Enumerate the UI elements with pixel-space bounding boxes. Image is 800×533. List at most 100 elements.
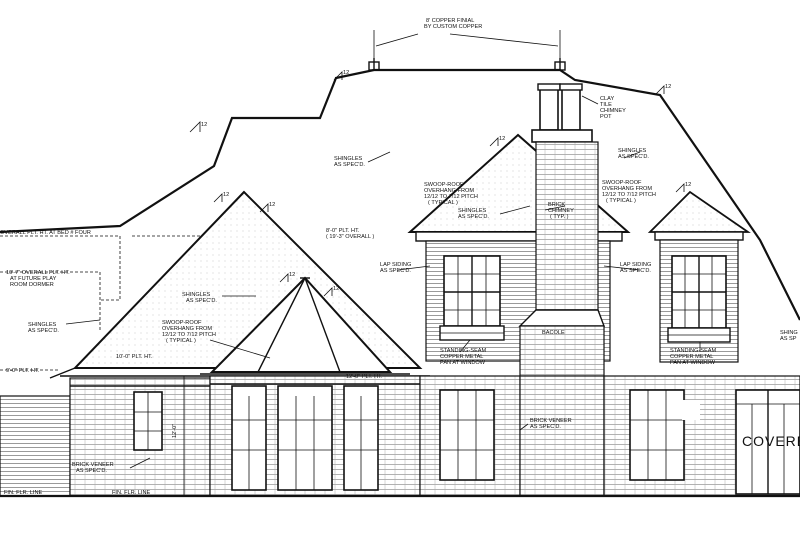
brick-chimney-l3: ( TYP. ): [550, 214, 569, 220]
copper-final-note-line1: 8' COPPER FINIAL: [426, 18, 474, 24]
swoop-3-l2: OVERHANG FROM: [162, 326, 212, 332]
pitch-label: 12: [289, 272, 295, 278]
shingles-5-l2: AS SPEC'D.: [28, 328, 59, 334]
lap-siding-2-l2: AS SPEC'D.: [620, 268, 651, 274]
swoop-2-l2: OVERHANG FROM: [602, 186, 652, 192]
svg-text:10'-7" OVERALL PLT. HT.AT FUTU: 10'-7" OVERALL PLT. HT.AT FUTURE PLAYROO…: [6, 270, 70, 288]
swoop-1-l1: SWOOP-ROOF: [424, 182, 464, 188]
pan-1-l3: PAN AT WINDOW: [440, 360, 486, 366]
dimension-12ft: [179, 375, 189, 497]
plt-ht-1-l2: ( 19'-3" OVERALL ): [326, 234, 374, 240]
shingles-2-l2: AS SPEC'D.: [618, 154, 649, 160]
leader-lines: [65, 33, 701, 469]
swoop-2-l1: SWOOP-ROOF: [602, 180, 642, 186]
shingles-1-l2: AS SPEC'D.: [334, 162, 365, 168]
overall-play-l2: AT FUTURE PLAY: [10, 276, 57, 282]
pitch-label: 12: [685, 182, 691, 188]
dim-12-label: 12'-0": [172, 424, 178, 438]
fin-flr-1-label: FIN. FLR. LINE: [4, 490, 42, 496]
overall-play-l3: ROOM DORMER: [10, 282, 54, 288]
overall-bed4-label: OVERALL PLT. HT. AT BED # FOUR: [0, 230, 91, 236]
swoop-3-l1: SWOOP-ROOF: [162, 320, 202, 326]
shingles-2-l1: SHINGLES: [618, 148, 647, 154]
brick-veneer-2-l1: BRICK VENEER: [72, 462, 114, 468]
shingles-3-l1: SHINGLES: [458, 208, 487, 214]
pan-2-l3: PAN AT WINDOW: [670, 360, 716, 366]
pan-2-l1: STANDING-SEAM: [670, 348, 717, 354]
pitch-label: 12: [343, 70, 349, 76]
pitch-label: 12: [665, 84, 671, 90]
shingles-6-l1: SHING: [780, 330, 798, 336]
plate-height-lines: [0, 235, 250, 371]
swoop-2-l4: ( TYPICAL ): [606, 198, 636, 204]
shingles-5-l1: SHINGLES: [28, 322, 57, 328]
plt-ht-1-l1: 8'-0" PLT. HT.: [326, 228, 360, 234]
brick-veneer-1-l1: BRICK VENEER: [530, 418, 572, 424]
swoop-3-l3: 12/12 TO 7/12 PITCH: [162, 332, 216, 338]
lap-siding-1-l1: LAP SIDING: [380, 262, 411, 268]
pitch-label: 12: [269, 202, 275, 208]
swoop-1-l3: 12/12 TO 7/12 PITCH: [424, 194, 478, 200]
covered-label: COVERE: [742, 433, 800, 449]
pitch-label: 12: [499, 136, 505, 142]
right-dormer: [647, 190, 751, 363]
shingles-4-l1: SHINGLES: [182, 292, 211, 298]
pan-2-l2: COPPER METAL: [670, 354, 713, 360]
brick-chimney-l2: CHIMNEY: [548, 208, 574, 214]
lap-siding-1-l2: AS SPEC'D.: [380, 268, 411, 274]
clay-pot-l3: CHIMNEY: [600, 108, 626, 114]
pitch-label: 12: [333, 286, 339, 292]
swoop-1-l2: OVERHANG FROM: [424, 188, 474, 194]
overall-play-l1: 10'-7" OVERALL PLT. HT.: [6, 270, 70, 276]
pitch-label: 12: [223, 192, 229, 198]
pitch-markers: [189, 71, 685, 297]
copper-final-note-line2: BY CUSTOM COPPER: [424, 24, 482, 30]
brick-veneer-2-l2: AS SPEC'D.: [76, 468, 107, 474]
main-roof: [0, 30, 800, 321]
shingles-6-l2: AS SP: [780, 336, 797, 342]
clay-pot-l2: TILE: [600, 102, 612, 108]
plt-ht-9-label: 9'-0" PLT. HT.: [6, 368, 40, 374]
svg-text:8'-0" PLT. HT.( 19'-3" OVERALL: 8'-0" PLT. HT.( 19'-3" OVERALL ): [326, 228, 374, 240]
swoop-1-l4: ( TYPICAL ): [428, 200, 458, 206]
brick-veneer-1-l2: AS SPEC'D.: [530, 424, 561, 430]
plt-ht-10-label: 10'-0" PLT. HT.: [116, 354, 153, 360]
clay-pot-l4: POT: [600, 114, 612, 120]
brick-chimney-l1: BRICK: [548, 202, 565, 208]
shingles-1-l1: SHINGLES: [334, 156, 363, 162]
lap-siding-2-l1: LAP SIDING: [620, 262, 651, 268]
fin-flr-2-label: FIN. FLR. LINE: [112, 490, 150, 496]
chimney: [518, 83, 606, 377]
pitch-label: 12: [201, 122, 207, 128]
shingles-3-l2: AS SPEC'D.: [458, 214, 489, 220]
swoop-3-l4: ( TYPICAL ): [166, 338, 196, 344]
pan-1-l2: COPPER METAL: [440, 354, 483, 360]
pan-1-l1: STANDING-SEAM: [440, 348, 487, 354]
shingles-4-l2: AS SPEC'D.: [186, 298, 217, 304]
plt-ht-12-label: 12'-0" PLT. HT.: [346, 374, 383, 380]
bacole-label: BACOLE: [542, 330, 565, 336]
clay-pot-l1: CLAY: [600, 96, 614, 102]
first-floor-windows: [133, 385, 800, 495]
swoop-2-l3: 12/12 TO 7/12 PITCH: [602, 192, 656, 198]
